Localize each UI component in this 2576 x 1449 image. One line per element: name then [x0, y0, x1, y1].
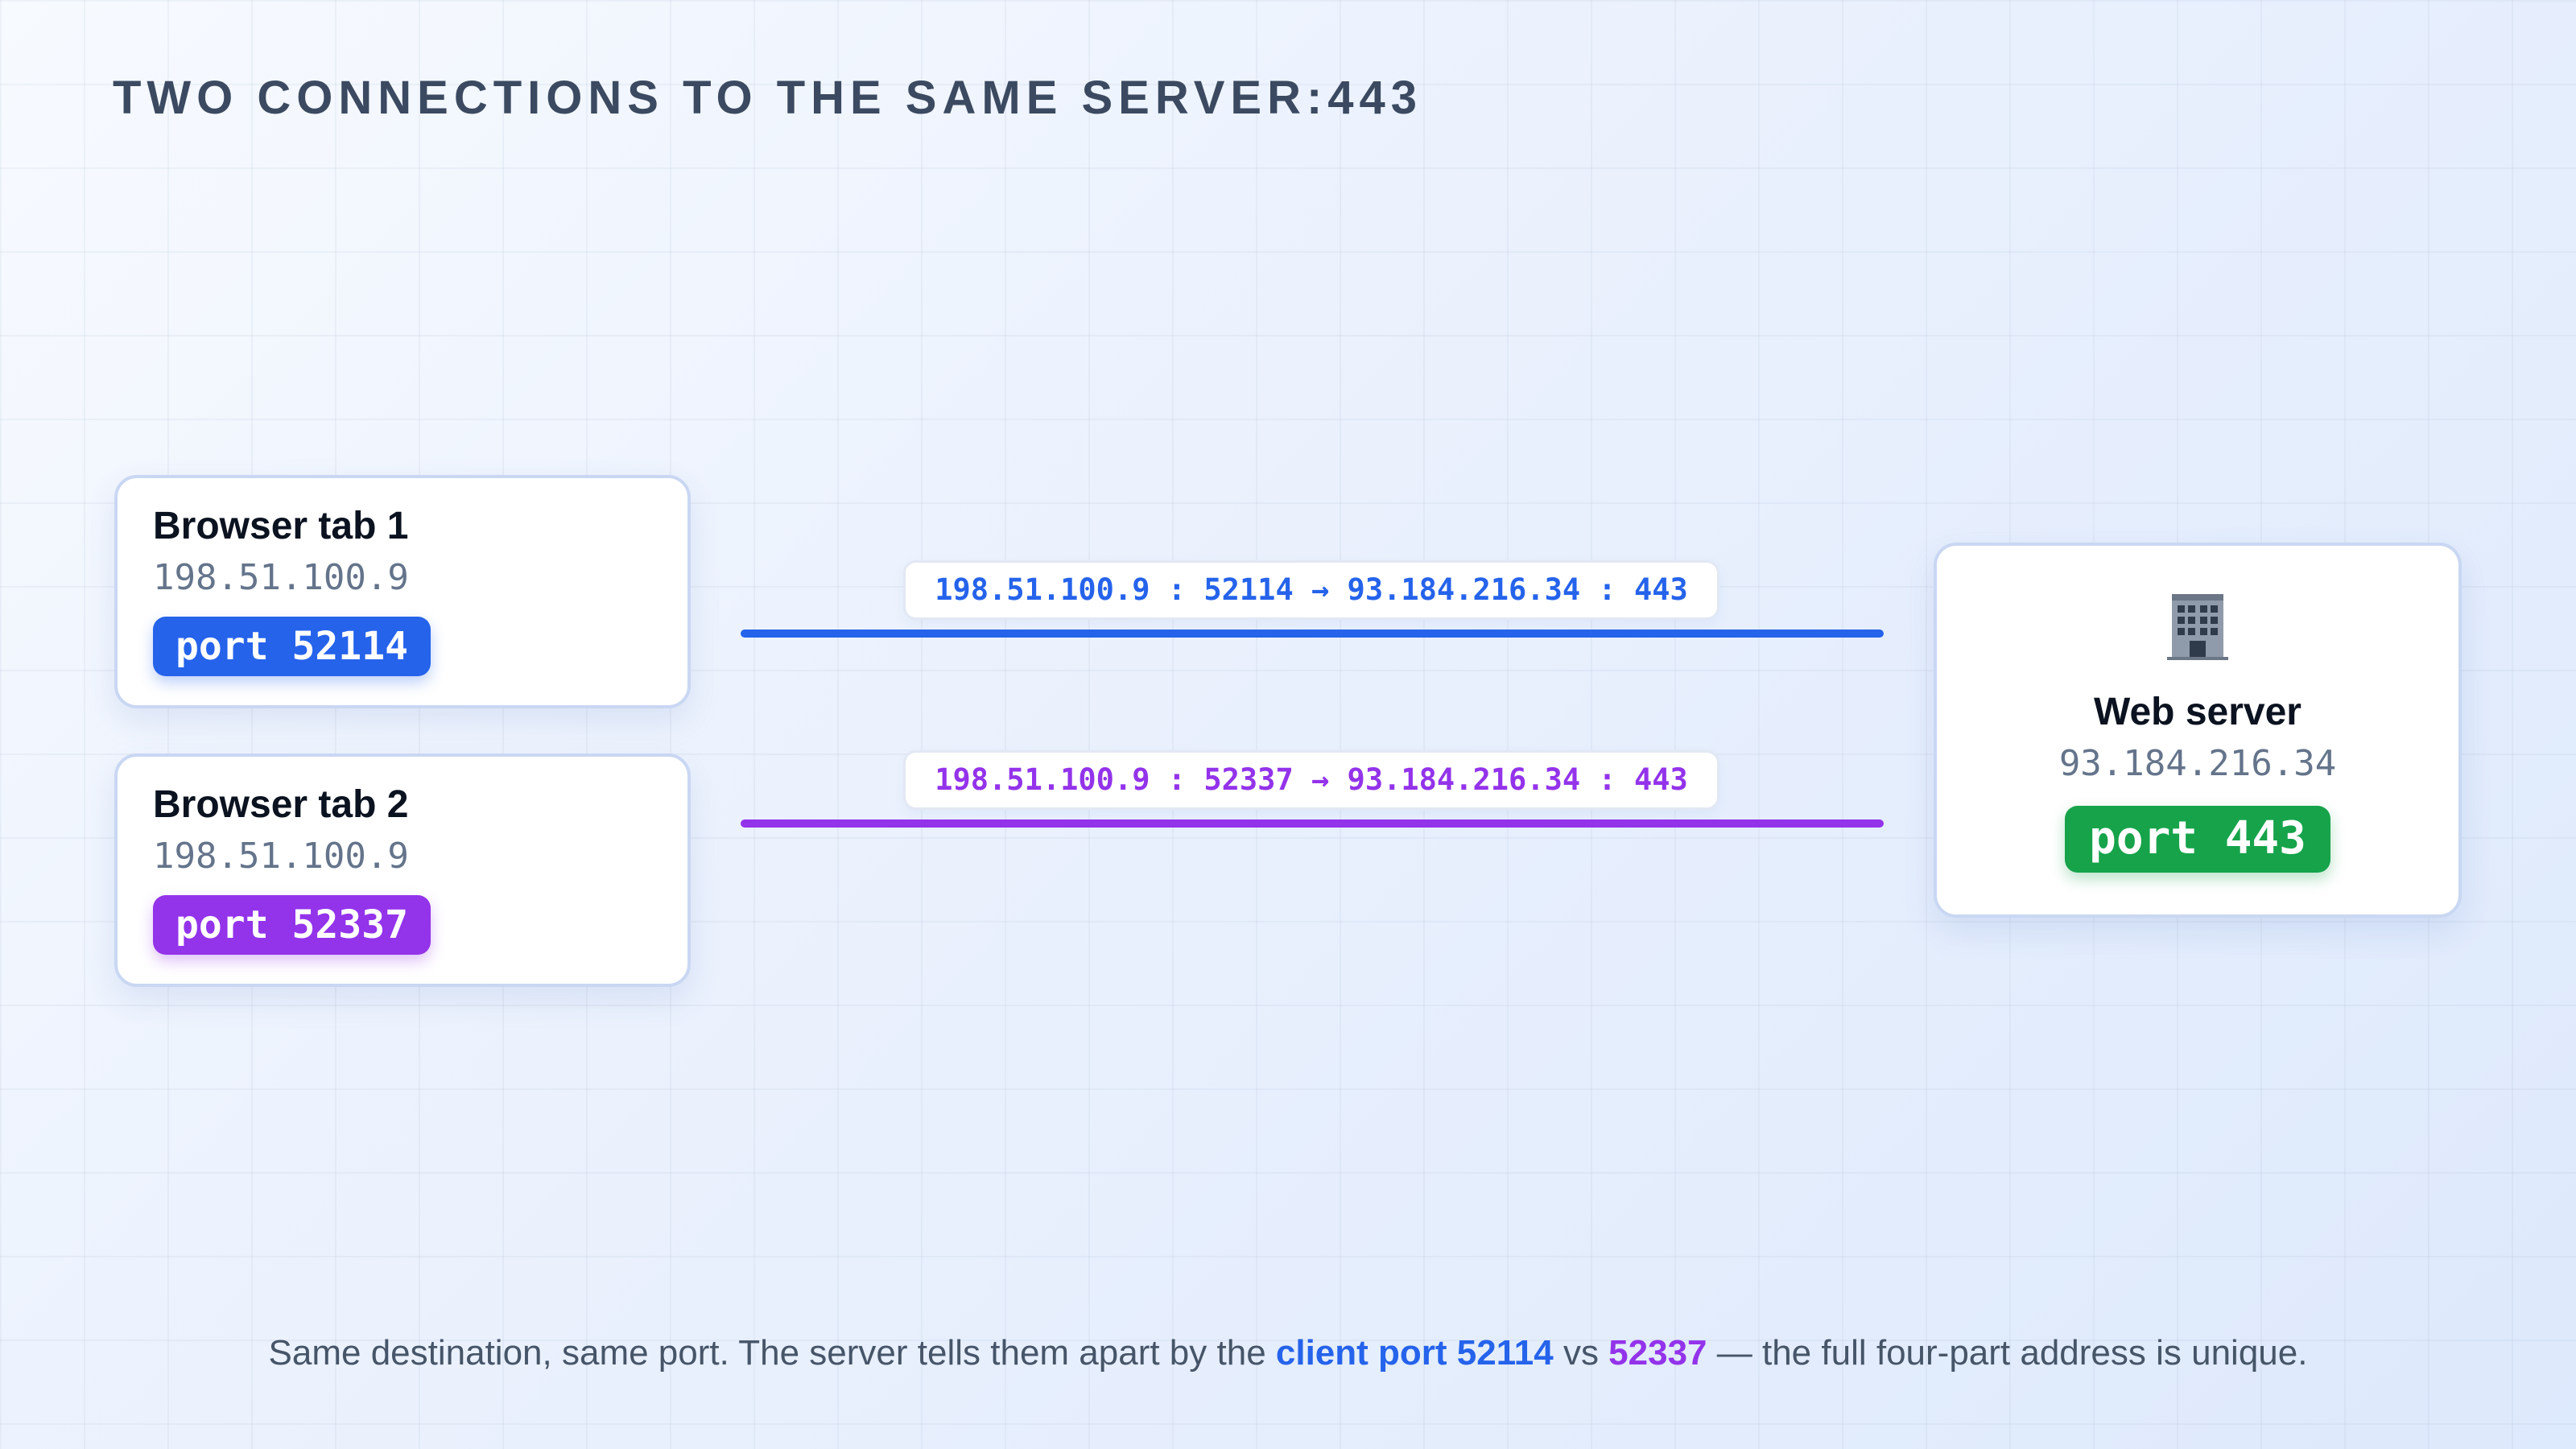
client-card-browser-tab-2: Browser tab 2 198.51.100.9 port 52337: [114, 753, 691, 987]
client-ip: 198.51.100.9: [153, 836, 409, 877]
diagram-title: TWO CONNECTIONS TO THE SAME SERVER:443: [113, 72, 1423, 124]
connection-label-2: 198.51.100.9 : 52337 → 93.184.216.34 : 4…: [903, 750, 1719, 810]
client-port-badge: port 52114: [153, 617, 431, 677]
connection-label-1: 198.51.100.9 : 52114 → 93.184.216.34 : 4…: [903, 560, 1719, 620]
server-name: Web server: [2094, 691, 2301, 733]
caption: Same destination, same port. The server …: [0, 1333, 2576, 1373]
server-port-badge: port 443: [2065, 806, 2330, 873]
client-name: Browser tab 1: [153, 505, 409, 547]
client-ip: 198.51.100.9: [153, 557, 409, 598]
office-building-icon: [2161, 588, 2235, 662]
client-port-badge: port 52337: [153, 895, 431, 956]
caption-highlight-client-port: client port 52114: [1275, 1333, 1554, 1373]
connection-line-2: [741, 819, 1884, 828]
server-ip: 93.184.216.34: [2058, 743, 2337, 784]
connection-line-1: [741, 630, 1884, 638]
caption-highlight-port-2: 52337: [1608, 1333, 1707, 1373]
caption-text: Same destination, same port. The server …: [268, 1333, 1276, 1373]
client-name: Browser tab 2: [153, 783, 409, 826]
caption-text: vs: [1553, 1333, 1609, 1373]
client-card-browser-tab-1: Browser tab 1 198.51.100.9 port 52114: [114, 475, 691, 708]
caption-text: — the full four-part address is unique.: [1707, 1333, 2308, 1373]
server-card: Web server 93.184.216.34 port 443: [1934, 543, 2462, 918]
